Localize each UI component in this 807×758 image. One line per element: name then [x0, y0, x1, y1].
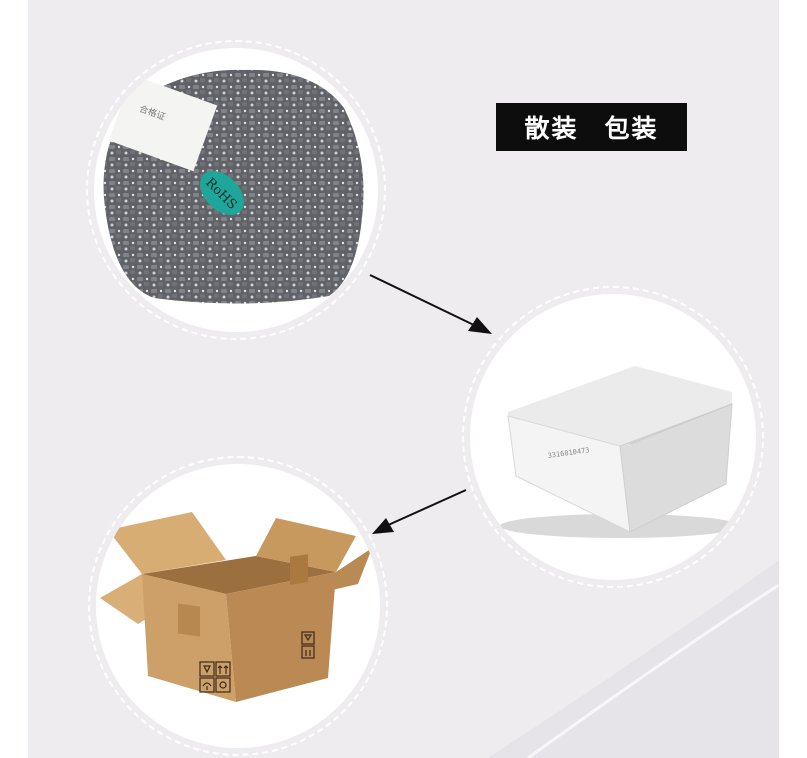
bulk-bag-image: 合格证 RoHS: [94, 48, 378, 332]
packaging-title: 散装 包装: [496, 103, 687, 151]
background-swoosh: [488, 560, 779, 758]
bulk-label: 散装: [524, 114, 579, 143]
bag-circle-ring: [86, 40, 386, 340]
arrow-to-white-box: [369, 274, 492, 334]
carton-icons: [199, 631, 315, 693]
arrow-to-carton: [372, 489, 467, 534]
carton-box-image: [96, 464, 380, 748]
packaged-label: 包装: [604, 114, 659, 143]
certificate-tag: 合格证: [108, 74, 218, 172]
rohs-badge: RoHS: [200, 171, 244, 215]
white-box-circle-ring: [462, 286, 764, 588]
carton-circle-ring: [88, 456, 388, 756]
white-box-image: 3316010473: [470, 294, 756, 580]
